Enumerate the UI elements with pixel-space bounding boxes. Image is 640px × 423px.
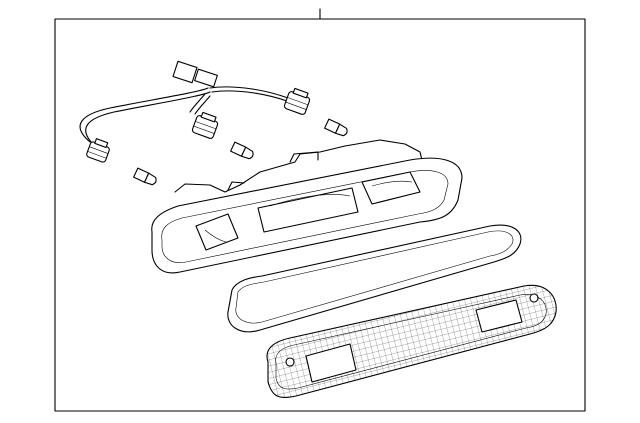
wire-harness-icon — [79, 60, 291, 147]
lens-icon — [266, 284, 557, 399]
lamp-housing-icon — [151, 139, 463, 274]
bulb-socket-icon — [191, 111, 219, 139]
diagram-frame — [54, 18, 586, 412]
wedge-bulb-icon — [324, 118, 348, 137]
gasket-icon — [227, 224, 522, 333]
wedge-bulb-icon — [133, 167, 157, 186]
bulb-socket-icon — [86, 138, 110, 163]
wedge-bulb-icon — [230, 141, 254, 160]
bulb-socket-icon — [283, 87, 311, 115]
